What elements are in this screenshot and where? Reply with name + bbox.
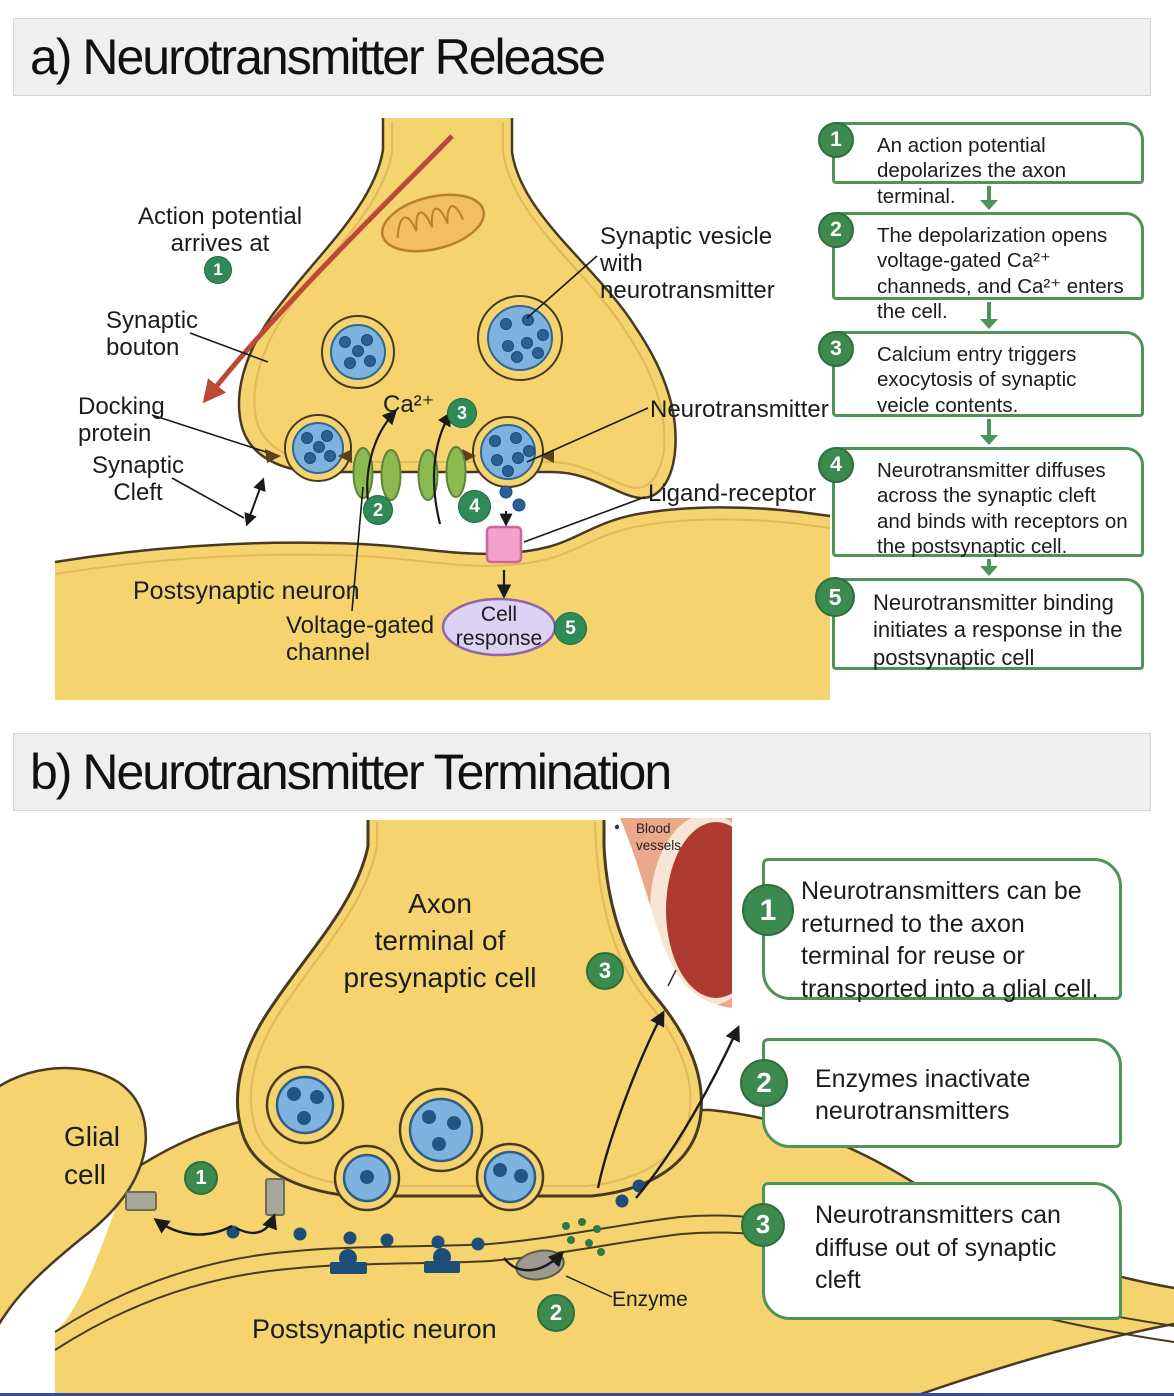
step-number-badge: 2 bbox=[740, 1059, 788, 1107]
section-a-titlebar: a) Neurotransmitter Release bbox=[13, 18, 1151, 96]
section-a-title: a) Neurotransmitter Release bbox=[30, 29, 606, 85]
termination-arrows bbox=[153, 1010, 740, 1272]
diagram-step-badge-3: 3 bbox=[586, 952, 624, 990]
step-text: Neurotransmitter binding initiates a res… bbox=[873, 590, 1123, 670]
label-synaptic-vesicle: Synaptic vesicle with neurotransmitter bbox=[600, 223, 775, 305]
postsynaptic-neuron-shape bbox=[54, 506, 831, 700]
step-number-badge: 3 bbox=[741, 1203, 785, 1247]
postsynaptic-receptor-icon bbox=[330, 1248, 460, 1274]
diagram-step-badge-1: 1 bbox=[184, 1161, 218, 1195]
diagram-step-badge-2: 2 bbox=[537, 1294, 575, 1332]
mitochondria-icon bbox=[380, 193, 486, 253]
synaptic-vesicle bbox=[398, 1087, 484, 1173]
synaptic-vesicle bbox=[265, 1065, 345, 1145]
label-voltage-gated-channel: Voltage-gated channel bbox=[286, 612, 435, 667]
flow-arrow-down-icon bbox=[980, 302, 998, 329]
label-synaptic-bouton: Synaptic bouton bbox=[106, 307, 199, 362]
label-enzyme: Enzyme bbox=[612, 1288, 688, 1311]
label-neurotransmitter: Neurotransmitter bbox=[650, 396, 829, 423]
step-number-badge: 5 bbox=[815, 577, 855, 617]
diagram-step-badge-1: 1 bbox=[204, 256, 232, 284]
leader-lines bbox=[151, 255, 649, 612]
step-number-badge: 4 bbox=[818, 447, 854, 483]
label-blood-vessels: Blood vessels bbox=[636, 821, 682, 853]
diagram-step-badge-3: 3 bbox=[447, 398, 477, 428]
label-action-potential: Action potential arrives at bbox=[137, 203, 303, 258]
docked-vesicle bbox=[475, 1142, 545, 1212]
step-number-badge: 1 bbox=[742, 884, 794, 936]
flow-arrow-down-icon bbox=[980, 559, 998, 576]
step-number-badge: 2 bbox=[818, 212, 854, 248]
ligand-receptor-icon bbox=[485, 525, 523, 564]
action-potential-arrow bbox=[202, 134, 454, 404]
synaptic-vesicle bbox=[321, 315, 395, 389]
docked-vesicle bbox=[284, 414, 352, 482]
step-box-2: 2 The depolarization opens voltage-gated… bbox=[818, 212, 1144, 323]
label-glial-cell: Glial cell bbox=[64, 1121, 121, 1190]
ca-entry-arrow bbox=[432, 411, 452, 525]
bottom-border-line bbox=[0, 1393, 1174, 1396]
step-box-4: 4 Neurotransmitter diffuses across the s… bbox=[818, 447, 1144, 559]
step-text: Enzymes inactivate neurotransmitters bbox=[815, 1064, 1031, 1126]
step-box-5: 5 Neurotransmitter binding initiates a r… bbox=[815, 577, 1144, 670]
label-axon-terminal: Axon terminal of presynaptic cell bbox=[343, 888, 537, 994]
docked-vesicle bbox=[333, 1144, 401, 1212]
synaptic-bouton-shape bbox=[237, 118, 677, 500]
flow-arrow-down-icon bbox=[980, 186, 998, 210]
glial-cell-shape bbox=[0, 1066, 147, 1325]
step-text: Neurotransmitters can be returned to the… bbox=[801, 877, 1099, 1003]
step-box-1: 1 An action potential depolarizes the ax… bbox=[818, 122, 1144, 208]
step-text: Calcium entry triggers exocytosis of syn… bbox=[877, 343, 1077, 417]
step-number-badge: 3 bbox=[818, 331, 854, 367]
step-box-2: 2 Enzymes inactivate neurotransmitters bbox=[740, 1038, 1122, 1148]
step-box-1: 1 Neurotransmitters can be returned to t… bbox=[742, 858, 1122, 1003]
diagram-step-badge-2: 2 bbox=[363, 495, 393, 525]
section-b-titlebar: b) Neurotransmitter Termination bbox=[13, 733, 1151, 811]
cleft-neurotransmitter-dots bbox=[226, 1179, 646, 1251]
inactivated-fragment-dots bbox=[562, 1218, 605, 1256]
step-text: Neurotransmitters can diffuse out of syn… bbox=[815, 1201, 1061, 1294]
fusing-vesicle bbox=[472, 416, 544, 488]
flow-arrow-down-icon bbox=[980, 419, 998, 445]
diagram-step-badge-4: 4 bbox=[458, 490, 491, 523]
step-text: An action potential depolarizes the axon… bbox=[877, 134, 1067, 208]
postsynaptic-right-edge bbox=[914, 1322, 1174, 1396]
synaptic-vesicle bbox=[477, 295, 563, 381]
diagram-step-badge-5: 5 bbox=[554, 612, 587, 645]
synapse-termination-illustration bbox=[0, 818, 1174, 1396]
label-ligand-receptor: Ligand-receptor bbox=[648, 480, 817, 507]
step-number-badge: 1 bbox=[818, 122, 854, 158]
docking-protein-icon bbox=[265, 449, 554, 463]
label-postsynaptic-neuron-b: Postsynaptic neuron bbox=[252, 1314, 497, 1344]
step-text: Neurotransmitter diffuses across the syn… bbox=[877, 459, 1128, 559]
step-box-3: 3 Calcium entry triggers exocytosis of s… bbox=[818, 331, 1144, 417]
cleft-span-arrow bbox=[244, 477, 266, 527]
label-cell-response: Cell response bbox=[455, 603, 543, 651]
section-b-title: b) Neurotransmitter Termination bbox=[30, 744, 672, 800]
label-ca-ion: Ca²⁺ bbox=[383, 391, 435, 418]
label-synaptic-cleft: Synaptic Cleft bbox=[91, 452, 185, 507]
step-box-3: 3 Neurotransmitters can diffuse out of s… bbox=[741, 1182, 1122, 1320]
enzyme-leader-line bbox=[565, 1275, 613, 1298]
label-postsynaptic-neuron-a: Postsynaptic neuron bbox=[133, 577, 360, 605]
label-docking-protein: Docking protein bbox=[78, 393, 165, 448]
axon-transporter-icon bbox=[265, 1178, 285, 1216]
synapse-release-illustration bbox=[54, 118, 831, 700]
glial-transporter-icon bbox=[125, 1191, 157, 1211]
step-text: The depolarization opens voltage-gated C… bbox=[877, 224, 1124, 324]
